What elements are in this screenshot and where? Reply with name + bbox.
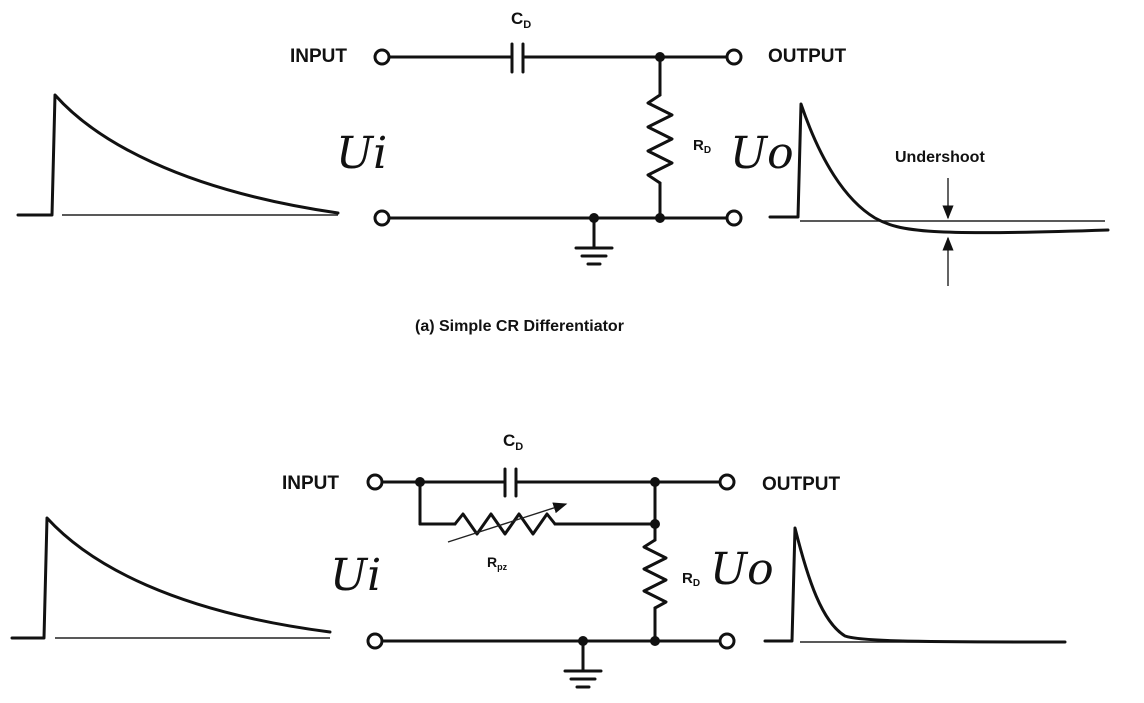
top-signal-wire [388,42,728,74]
top-input-waveform [16,93,340,217]
top-output-symbol: Uo [730,128,794,179]
top-capacitor-label: CD [511,9,531,31]
bottom-output-label: OUTPUT [762,474,841,495]
top-junction [655,213,665,223]
bottom-input-label: INPUT [282,473,339,494]
top-junction [589,213,599,223]
bottom-output-ground-terminal [718,632,736,650]
bottom-junction [650,636,660,646]
bottom-resistor-rd [642,480,668,643]
bottom-junction [650,519,660,529]
bottom-output-waveform [763,526,1067,644]
variable-resistor-arrow [447,502,568,543]
diagram-caption: (a) Simple CR Differentiator [415,318,624,335]
top-output-terminal [725,48,743,66]
bottom-input-symbol: Ui [330,550,381,601]
top-circuit: INPUT OUTPUT CD RD [16,9,1110,335]
top-output-ground-terminal [725,209,743,227]
top-input-label: INPUT [290,46,347,67]
bottom-input-waveform [10,516,332,640]
bottom-output-symbol: Uo [710,544,774,595]
top-junction [655,52,665,62]
bottom-junction [415,477,425,487]
bottom-capacitor-label: CD [503,431,523,453]
bottom-ground-wire [382,639,720,689]
bottom-signal-wire [382,467,720,498]
top-input-terminal [373,48,391,66]
bottom-junction [578,636,588,646]
bottom-output-terminal [718,473,736,491]
top-output-waveform [768,102,1110,235]
top-output-label: OUTPUT [768,46,847,67]
pole-zero-resistor-label: Rpz [487,554,508,572]
top-resistor-label: RD [693,137,711,156]
bottom-input-ground-terminal [366,632,384,650]
top-input-ground-terminal [373,209,391,227]
bottom-resistor-label: RD [682,570,700,589]
top-resistor-rd [646,55,674,220]
bottom-circuit: INPUT OUTPUT CD Rpz RD [10,431,1067,689]
undershoot-label: Undershoot [895,149,985,166]
bottom-input-terminal [366,473,384,491]
pole-zero-resistor [418,480,657,543]
top-ground-wire [388,216,728,266]
bottom-junction [650,477,660,487]
top-input-symbol: Ui [336,128,387,179]
